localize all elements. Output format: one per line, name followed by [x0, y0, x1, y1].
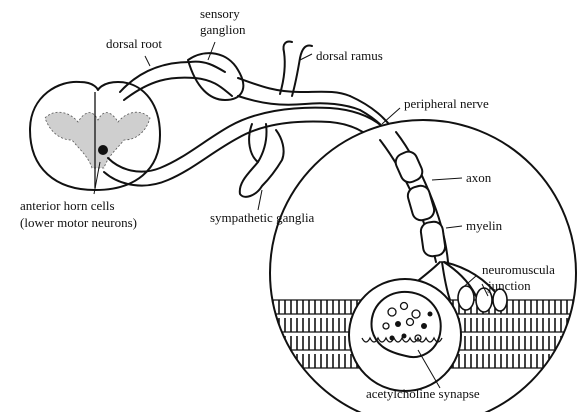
- label-dorsal-root: dorsal root: [106, 36, 162, 51]
- label-myelin: myelin: [466, 218, 503, 233]
- label-neuromuscular-line1: neuromuscula: [482, 262, 555, 277]
- label-sensory-ganglion-line1: sensory: [200, 6, 240, 21]
- sympathetic-ganglia-shape: [240, 124, 284, 197]
- spinal-cord-cross-section: [30, 82, 160, 190]
- label-anterior-horn-line1: anterior horn cells: [20, 198, 115, 213]
- synapse-inset: [349, 279, 461, 391]
- label-neuromuscular-line2: junction: [487, 278, 531, 293]
- label-axon: axon: [466, 170, 492, 185]
- sensory-ganglion-shape: [188, 53, 243, 100]
- label-peripheral-nerve: peripheral nerve: [404, 96, 489, 111]
- label-dorsal-ramus: dorsal ramus: [316, 48, 383, 63]
- gray-matter: [45, 112, 150, 168]
- myelin-segment: [420, 221, 447, 258]
- dorsal-ramus-branch: [280, 41, 312, 96]
- anterior-horn-cell-body: [98, 145, 108, 155]
- label-sympathetic-ganglia: sympathetic ganglia: [210, 210, 315, 225]
- label-acetylcholine-synapse: acetylcholine synapse: [366, 386, 480, 401]
- label-sensory-ganglion-line2: ganglion: [200, 22, 246, 37]
- label-anterior-horn-line2: (lower motor neurons): [20, 215, 137, 230]
